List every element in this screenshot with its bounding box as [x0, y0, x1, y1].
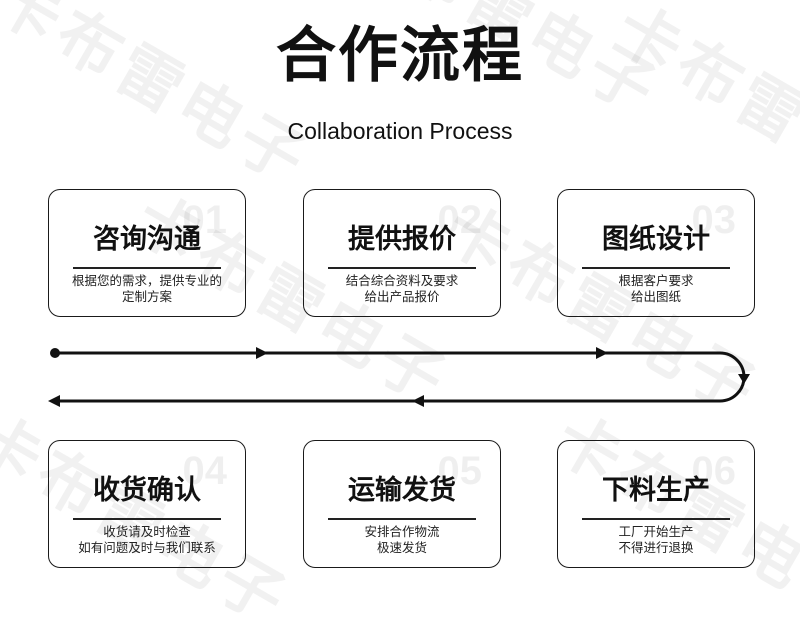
step-divider [73, 518, 221, 520]
step-title: 下料生产 [602, 475, 710, 506]
step-number: 06 [691, 449, 737, 493]
step-divider [582, 518, 730, 520]
step-title: 咨询沟通 [93, 224, 201, 255]
step-number: 01 [182, 198, 228, 242]
step-divider [328, 267, 476, 269]
page-subtitle: Collaboration Process [287, 118, 513, 144]
step-card-quote: 02 提供报价 结合综合资料及要求给出产品报价 [303, 189, 501, 317]
page-title: 合作流程 [276, 21, 524, 91]
step-divider [328, 518, 476, 520]
step-number: 03 [691, 198, 737, 242]
step-card-production: 06 下料生产 工厂开始生产不得进行退换 [557, 440, 755, 568]
arrow-left-icon [48, 395, 60, 407]
step-number: 05 [437, 449, 483, 493]
step-number: 04 [182, 449, 228, 493]
step-card-consult: 01 咨询沟通 根据您的需求，提供专业的定制方案 [48, 189, 246, 317]
step-description: 结合综合资料及要求给出产品报价 [345, 273, 459, 304]
step-card-shipping: 05 运输发货 安排合作物流极速发货 [303, 440, 501, 568]
arrow-left-icon [412, 395, 424, 407]
step-divider [582, 267, 730, 269]
step-description: 收货请及时检查如有问题及时与我们联系 [78, 524, 216, 555]
step-description: 安排合作物流极速发货 [364, 524, 440, 555]
arrow-down-icon [738, 374, 750, 384]
step-description: 根据您的需求，提供专业的定制方案 [71, 273, 222, 304]
step-card-design: 03 图纸设计 根据客户要求给出图纸 [557, 189, 755, 317]
step-number: 02 [437, 198, 483, 242]
step-title: 提供报价 [348, 224, 456, 255]
arrow-right-icon [596, 347, 608, 359]
arrow-right-icon [256, 347, 268, 359]
step-title: 图纸设计 [602, 224, 710, 255]
step-divider [73, 267, 221, 269]
step-description: 根据客户要求给出图纸 [618, 273, 694, 304]
process-flow-line [48, 347, 750, 407]
step-card-receipt: 04 收货确认 收货请及时检查如有问题及时与我们联系 [48, 440, 246, 568]
step-title: 运输发货 [348, 475, 456, 506]
step-title: 收货确认 [93, 475, 201, 506]
step-description: 工厂开始生产不得进行退换 [618, 524, 694, 555]
